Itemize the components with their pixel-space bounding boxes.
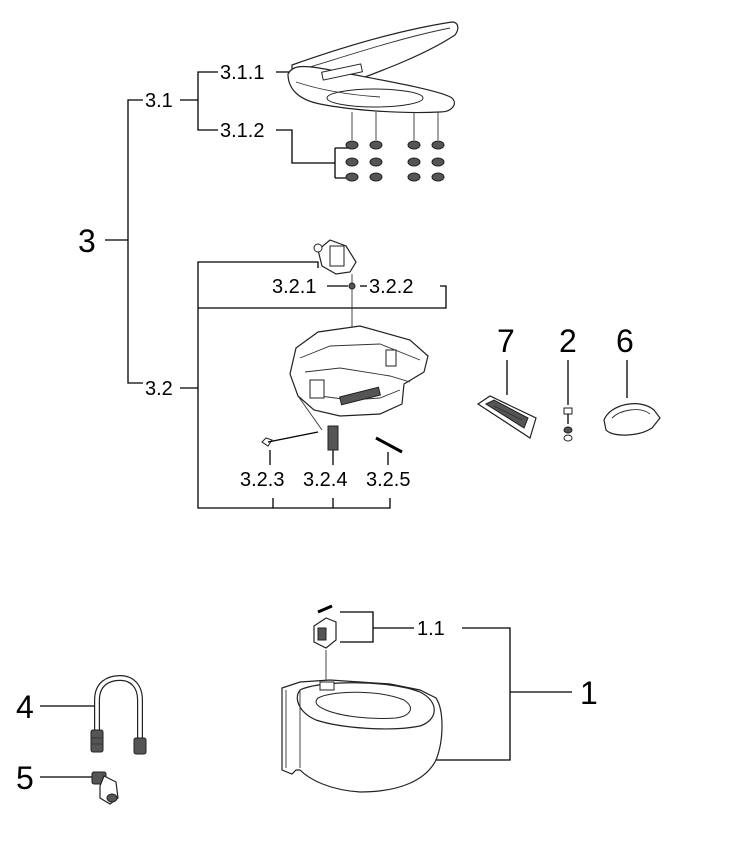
- label-6: 6: [616, 323, 634, 359]
- remote-control-part: [476, 395, 537, 439]
- leader-lines: [40, 71, 628, 778]
- label-3-2-4: 3.2.4: [303, 469, 347, 491]
- cover-plate-part: [603, 403, 661, 436]
- label-3: 3: [78, 223, 96, 259]
- label-1-1: 1.1: [417, 618, 445, 640]
- label-3-2-2: 3.2.2: [369, 276, 413, 298]
- label-3-2-1: 3.2.1: [272, 276, 316, 298]
- label-3-2-5: 3.2.5: [366, 469, 410, 491]
- angle-valve-part: [91, 771, 119, 805]
- label-3-2-3: 3.2.3: [240, 469, 284, 491]
- label-5: 5: [16, 760, 34, 796]
- seat-lid-part: [287, 21, 459, 114]
- label-3-1: 3.1: [145, 90, 173, 112]
- screw-washer-part: [563, 407, 573, 442]
- grommet-set: [345, 112, 445, 182]
- callout-labels: 3 3.1 3.1.1 3.1.2 3.2 3.2.1 3.2.2 3.2.3 …: [16, 62, 634, 796]
- label-3-1-2: 3.1.2: [220, 120, 264, 142]
- mounting-clip-part: [313, 604, 337, 680]
- label-1: 1: [580, 675, 598, 711]
- function-unit-part: [261, 239, 429, 454]
- label-3-1-1: 3.1.1: [220, 62, 264, 84]
- label-3-2: 3.2: [145, 378, 173, 400]
- label-2: 2: [559, 323, 577, 359]
- toilet-bowl-part: [281, 679, 443, 793]
- label-4: 4: [16, 689, 34, 725]
- label-7: 7: [497, 323, 515, 359]
- hose-part: [90, 674, 147, 755]
